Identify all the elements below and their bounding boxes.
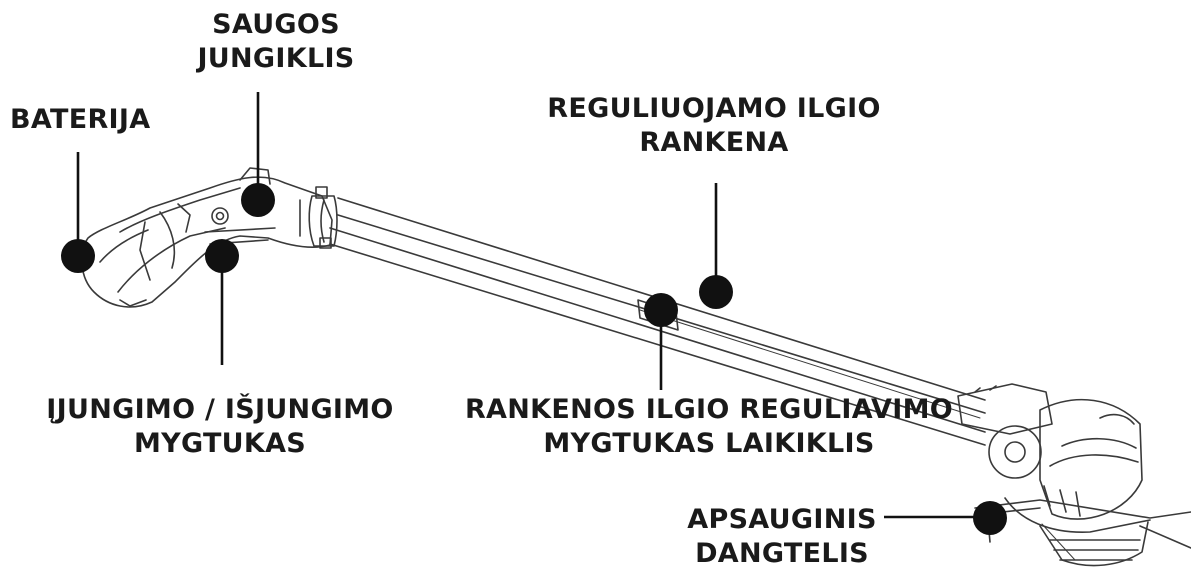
marker-power-button xyxy=(205,239,239,273)
label-power-button-line2: MYGTUKAS xyxy=(133,428,307,459)
label-safety-switch-line1: SAUGOS xyxy=(212,9,340,40)
label-guard-line2: DANGTELIS xyxy=(695,538,869,569)
marker-safety-switch xyxy=(241,183,275,217)
handle-body xyxy=(81,167,333,308)
trimmer-illustration xyxy=(81,167,1191,567)
label-adjustable-handle-line2: RANKENA xyxy=(639,127,789,158)
marker-guard xyxy=(973,501,1007,535)
leader-lines xyxy=(76,92,988,519)
marker-length-adjust xyxy=(644,293,678,327)
label-power-button: ĮJUNGIMO / IŠJUNGIMO MYGTUKAS xyxy=(30,393,410,461)
label-battery: BATERIJA xyxy=(10,104,151,135)
label-length-adjust-line1: RANKENOS ILGIO REGULIAVIMO xyxy=(464,394,954,425)
label-guard-line1: APSAUGINIS xyxy=(687,504,877,535)
shaft-clamp xyxy=(308,186,338,249)
marker-battery xyxy=(61,239,95,273)
label-length-adjust: RANKENOS ILGIO REGULIAVIMO MYGTUKAS LAIK… xyxy=(449,393,969,461)
callout-markers xyxy=(61,183,1007,535)
label-length-adjust-line2: MYGTUKAS LAIKIKLIS xyxy=(543,428,875,459)
label-adjustable-handle: REGULIUOJAMO ILGIO RANKENA xyxy=(514,92,914,160)
label-safety-switch: SAUGOS JUNGIKLIS xyxy=(191,8,361,76)
motor-head xyxy=(957,383,1151,533)
label-adjustable-handle-line1: REGULIUOJAMO ILGIO xyxy=(547,93,881,124)
marker-adjustable-handle xyxy=(699,275,733,309)
label-power-button-line1: ĮJUNGIMO / IŠJUNGIMO xyxy=(46,394,394,425)
label-safety-switch-line2: JUNGIKLIS xyxy=(197,43,355,74)
label-guard: APSAUGINIS DANGTELIS xyxy=(662,503,902,571)
